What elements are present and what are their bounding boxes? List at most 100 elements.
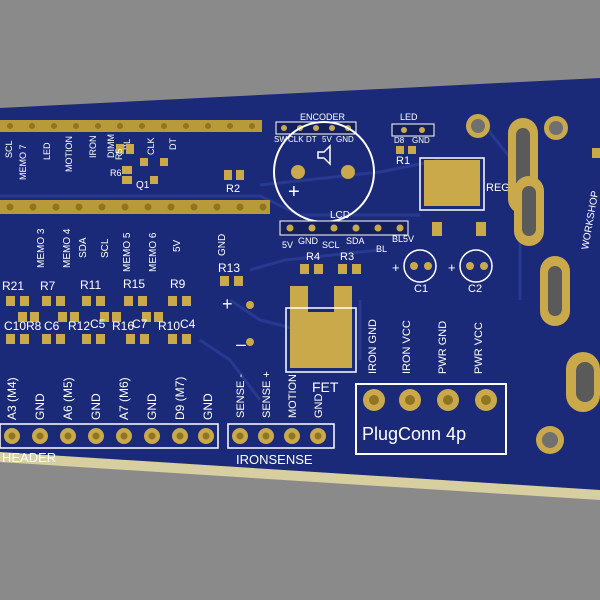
label-c1: C1 <box>414 283 428 295</box>
r3-r4: R4 R3 <box>300 251 361 274</box>
encoder-pin-0: SW <box>274 135 287 144</box>
polarity-marks: + – <box>222 294 254 354</box>
label-r15: R15 <box>123 277 145 291</box>
mid-label-4: MEMO 5 <box>122 232 133 272</box>
middle-labels: MEMO 3 MEMO 4 SDA SCL MEMO 5 MEMO 6 5V G… <box>36 228 228 272</box>
lcd-pin-2: SCL <box>322 240 340 250</box>
label-r12: R12 <box>68 319 90 333</box>
lcd-pin-3: SDA <box>346 236 365 246</box>
label-r2: R2 <box>226 183 240 195</box>
label-c10: C10 <box>4 319 26 333</box>
top-label-7: CLK <box>146 137 156 155</box>
top-header-pins <box>0 120 262 132</box>
encoder-pin-4: GND <box>336 135 354 144</box>
top-label-2: LED <box>42 142 52 160</box>
speaker-icon <box>317 144 331 166</box>
mid-label-0: MEMO 3 <box>36 228 47 268</box>
label-c4: C4 <box>180 317 196 331</box>
bottom-label-3: GND <box>89 393 103 420</box>
right-slots: WORKSHOP <box>466 114 600 454</box>
mid-label-6: 5V <box>172 239 183 252</box>
bottom-label-5: GND <box>145 393 159 420</box>
lcd-pin-1: GND <box>298 236 319 246</box>
ironsense-label-3: GND <box>313 394 325 419</box>
bottom-label-6: D9 (M7) <box>173 377 187 420</box>
encoder-title: ENCODER <box>300 112 346 122</box>
ironsense-title: IRONSENSE <box>236 452 313 467</box>
board-edge <box>0 452 600 500</box>
plugconn-label-2: PWR GND <box>437 321 449 374</box>
label-r1: R1 <box>396 155 410 167</box>
label-r8: R8 <box>26 319 42 333</box>
buzzer-plus: + <box>288 181 300 203</box>
label-reg: REG <box>486 182 510 194</box>
mid-label-1: MEMO 4 <box>62 228 73 268</box>
label-r6: R6 <box>110 168 122 178</box>
plugconn-label-0: IRON GND <box>367 319 379 374</box>
led-pin-1: GND <box>412 136 430 145</box>
label-r7: R7 <box>40 279 56 293</box>
buzzer-footprint: + <box>273 121 375 223</box>
bottom-header: A3 (M4) GND A6 (M5) GND A7 (M6) GND D9 (… <box>0 377 219 465</box>
label-r16: R16 <box>112 319 134 333</box>
minus-symbol: – <box>236 334 246 354</box>
label-c2: C2 <box>468 283 482 295</box>
capacitors: + C1 + C2 <box>392 249 493 295</box>
ironsense-label-2: MOTION <box>287 374 299 418</box>
label-c7: C7 <box>132 317 148 331</box>
top-label-3: MOTION <box>64 136 74 172</box>
ironsense-label-1: SENSE + <box>261 371 273 418</box>
lcd-pin-5: BL5V <box>392 234 414 244</box>
encoder-pin-3: 5V <box>322 135 332 144</box>
lcd-connector: LCD 5V GND SCL SDA BL BL5V <box>279 210 414 254</box>
label-r11: R11 <box>80 278 101 292</box>
mid-label-3: SCL <box>100 238 111 258</box>
label-q1: Q1 <box>136 180 150 191</box>
label-c6: C6 <box>44 319 60 333</box>
plugconn-labels: IRON GND IRON VCC PWR GND PWR VCC <box>367 319 485 374</box>
encoder-pin-1: CLK <box>288 135 304 144</box>
smd-rows: R21 R7 R11 R15 R9 R13 C10 R8 C6 R12 C5 R… <box>2 261 243 344</box>
label-r5: R5 <box>114 148 124 160</box>
c2-plus: + <box>448 260 456 275</box>
top-label-4: IRON <box>88 136 98 159</box>
lcd-title: LCD <box>330 210 350 221</box>
lcd-pin-0: 5V <box>282 240 293 250</box>
mid-label-2: SDA <box>78 237 89 258</box>
plugconn-title: PlugConn 4p <box>362 424 466 444</box>
bottom-label-7: GND <box>201 393 215 420</box>
middle-header-pins <box>0 200 270 214</box>
plus-symbol: + <box>222 294 233 314</box>
bottom-label-1: GND <box>33 393 47 420</box>
mid-label-5: MEMO 6 <box>148 232 159 272</box>
label-fet: FET <box>312 379 339 395</box>
fet: FET <box>285 286 357 395</box>
plugconn-label-1: IRON VCC <box>401 320 413 374</box>
top-label-1: MEMO 7 <box>18 144 28 180</box>
top-label-0: SCL <box>4 140 14 158</box>
ironsense-connector: SENSE - SENSE + MOTION GND IRONSENSE <box>227 371 335 467</box>
plugconn-label-3: PWR VCC <box>473 322 485 374</box>
lcd-pin-4: BL <box>376 244 387 254</box>
plugconn-connector: PlugConn 4p <box>355 383 507 455</box>
ironsense-label-0: SENSE - <box>235 374 247 418</box>
top-label-8: DT <box>168 138 178 150</box>
top-smd-parts: R6 R5 Q1 R2 <box>110 144 244 195</box>
label-r9: R9 <box>170 277 186 291</box>
label-r13: R13 <box>218 261 240 275</box>
label-r3: R3 <box>340 251 354 263</box>
c1-plus: + <box>392 260 400 275</box>
encoder-pin-2: DT <box>306 135 317 144</box>
bottom-header-title: HEADER <box>2 450 56 465</box>
top-label-5: DIMM <box>106 134 116 158</box>
label-c5: C5 <box>90 317 106 331</box>
bottom-label-2: A6 (M5) <box>61 377 75 420</box>
bottom-label-0: A3 (M4) <box>5 377 19 420</box>
label-r10: R10 <box>158 319 180 333</box>
led-pin-0: D8 <box>394 136 405 145</box>
regulator: REG <box>419 157 510 236</box>
mid-label-7: GND <box>217 234 228 256</box>
led-title: LED <box>400 112 418 122</box>
bottom-label-4: A7 (M6) <box>117 377 131 420</box>
